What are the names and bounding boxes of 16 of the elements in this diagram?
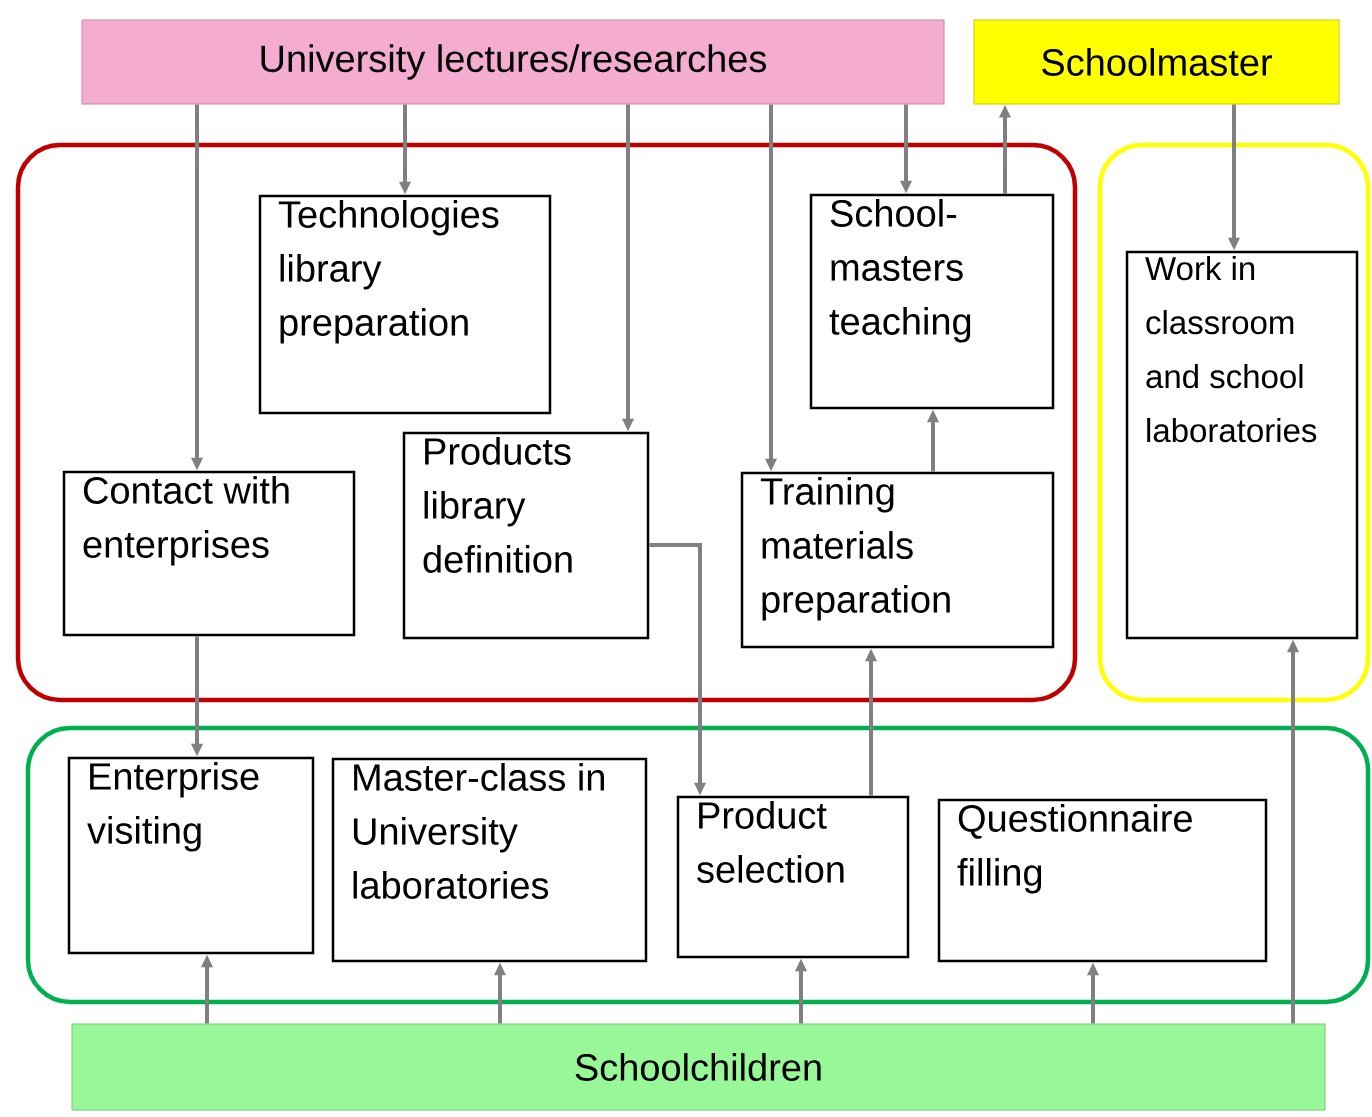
process-box: Product selection [676, 795, 910, 959]
process-box: Master-class in University laboratories [331, 757, 648, 963]
group-outline [1097, 142, 1371, 703]
process-box: Questionnaire filling [937, 798, 1268, 963]
process-box: Enterprise visiting [67, 756, 315, 955]
process-box: Training materials preparation [740, 471, 1055, 649]
group-outline [15, 142, 1078, 703]
title-bar: Schoolchildren [71, 1023, 1326, 1111]
process-box: Contact with enterprises [62, 470, 356, 637]
group-outline [25, 725, 1371, 1005]
process-box: Work in classroom and school laboratories [1125, 250, 1359, 640]
title-bar: University lectures/researches [81, 19, 945, 105]
process-box: Technologies library preparation [258, 194, 552, 415]
process-box: School-masters teaching [809, 193, 1055, 410]
process-box: Products library definition [402, 431, 650, 640]
title-bar: Schoolmaster [973, 19, 1340, 105]
